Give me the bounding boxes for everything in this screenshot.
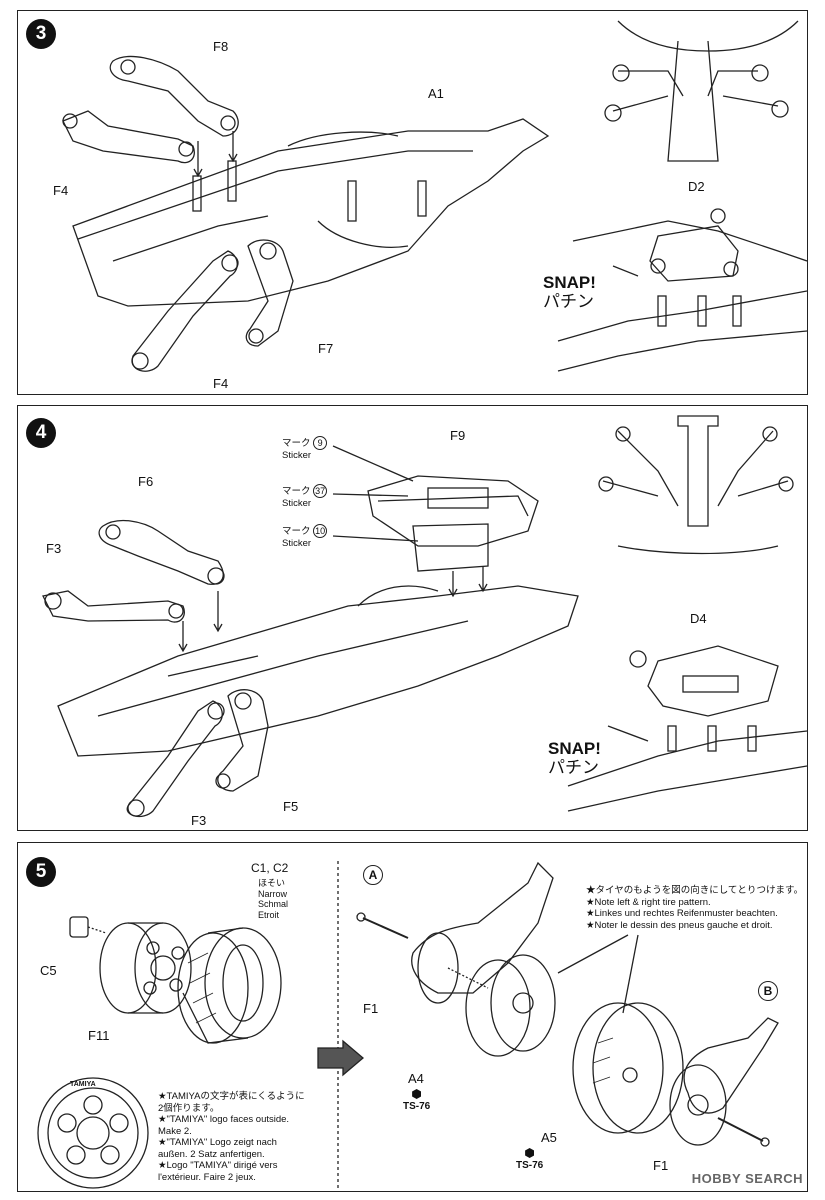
logo-note-line: l'extérieur. Faire 2 jeux. — [158, 1171, 256, 1183]
tire-note-line: ★タイヤのもようを図の向きにしてとりつけます。 — [586, 885, 804, 896]
tire-note-line: ★Note left & right tire pattern. — [586, 896, 711, 908]
section-a-marker: A — [363, 865, 383, 885]
logo-note-line: außen. 2 Satz anfertigen. — [158, 1148, 265, 1160]
paint-code: TS-76 — [403, 1101, 431, 1112]
sticker-9-label: マーク 9 Sticker — [282, 436, 328, 461]
part-label-c5: C5 — [40, 963, 57, 978]
tire-width-note: ほそい Narrow Schmal Etroit — [258, 878, 288, 920]
step-3-drawing — [62, 20, 807, 372]
paint-hex-icon — [525, 1148, 535, 1158]
sticker-10-en: Sticker — [282, 538, 312, 549]
sticker-10-number: 10 — [313, 524, 328, 538]
logo-note-line: ★Logo "TAMIYA" dirigé vers — [158, 1160, 278, 1171]
snap-callout: SNAP! パチン — [543, 273, 596, 311]
tire-width-de: Schmal — [258, 899, 289, 909]
logo-note: ★TAMIYAの文字が表にくるように 2個作ります。 ★"TAMIYA" log… — [158, 1091, 305, 1183]
step-number: 3 — [26, 19, 56, 49]
step-number: 4 — [26, 418, 56, 448]
step-4-drawing — [42, 415, 807, 818]
sticker-9-en: Sticker — [282, 450, 312, 461]
snap-text-jp: パチン — [543, 292, 594, 311]
section-b-marker: B — [758, 981, 778, 1001]
snap-callout: SNAP! パチン — [548, 739, 601, 777]
part-label-f4-upper: F4 — [53, 183, 69, 198]
sticker-37-en: Sticker — [282, 498, 312, 509]
part-label-d4: D4 — [690, 611, 707, 626]
logo-note-line: Make 2. — [158, 1125, 192, 1137]
part-label-f4-lower: F4 — [213, 376, 229, 391]
snap-text: SNAP! — [548, 739, 601, 758]
sticker-10-jp: マーク — [282, 526, 311, 537]
snap-text: SNAP! — [543, 273, 596, 292]
step-4-panel: 4 — [17, 405, 808, 831]
part-label-f11: F11 — [88, 1028, 110, 1043]
sticker-9-number: 9 — [313, 436, 328, 450]
part-label-a5: A5 — [541, 1130, 557, 1145]
tire-pattern-note: ★タイヤのもようを図の向きにしてとりつけます。 ★Note left & rig… — [586, 885, 803, 931]
sticker-37-label: マーク 37 Sticker — [282, 484, 328, 509]
logo-note-line: ★"TAMIYA" Logo zeigt nach — [158, 1137, 277, 1148]
watermark: HOBBY SEARCH — [691, 1171, 803, 1186]
step-5-drawing — [37, 861, 779, 1189]
wheel-logo: TAMIYA — [70, 1081, 96, 1088]
part-label-f1-upper: F1 — [363, 1001, 379, 1016]
sticker-10-label: マーク 10 Sticker — [282, 524, 328, 549]
part-label-a1: A1 — [428, 86, 444, 101]
tire-width-fr: Etroit — [258, 909, 280, 920]
part-label-a4: A4 — [408, 1071, 424, 1086]
tire-note-line: ★Linkes und rechtes Reifenmuster beachte… — [586, 908, 778, 919]
step-5-panel: 5 — [17, 842, 808, 1192]
part-label-f7: F7 — [318, 341, 334, 356]
part-label-d2: D2 — [688, 179, 705, 194]
paint-hex-icon — [412, 1089, 422, 1099]
sticker-9-jp: マーク — [282, 438, 311, 449]
paint-ts76-a5: TS-76 — [516, 1148, 543, 1171]
tire-note-line: ★Noter le dessin des pneus gauche et dro… — [586, 919, 773, 931]
logo-note-line: ★"TAMIYA" logo faces outside. — [158, 1114, 290, 1125]
part-label-f1-lower: F1 — [653, 1158, 669, 1173]
sticker-37-jp: マーク — [282, 486, 311, 497]
snap-text-jp: パチン — [548, 758, 599, 777]
tire-width-en: Narrow — [258, 888, 288, 899]
part-label-f9: F9 — [450, 428, 466, 443]
logo-note-line: ★TAMIYAの文字が表にくるように — [158, 1091, 305, 1102]
step-3-panel: 3 — [17, 10, 808, 395]
part-label-f3-upper: F3 — [46, 541, 62, 556]
sticker-37-number: 37 — [313, 484, 328, 498]
step-number: 5 — [26, 857, 56, 887]
paint-code: TS-76 — [516, 1160, 544, 1171]
part-label-f3-lower: F3 — [191, 813, 207, 828]
tire-width-jp: ほそい — [258, 878, 286, 888]
logo-note-line: 2個作ります。 — [158, 1102, 220, 1114]
part-label-f6: F6 — [138, 474, 154, 489]
paint-ts76-a4: TS-76 — [403, 1089, 430, 1112]
part-label-f8: F8 — [213, 39, 229, 54]
part-label-f5: F5 — [283, 799, 299, 814]
part-label-c1-c2: C1, C2 — [251, 861, 289, 875]
